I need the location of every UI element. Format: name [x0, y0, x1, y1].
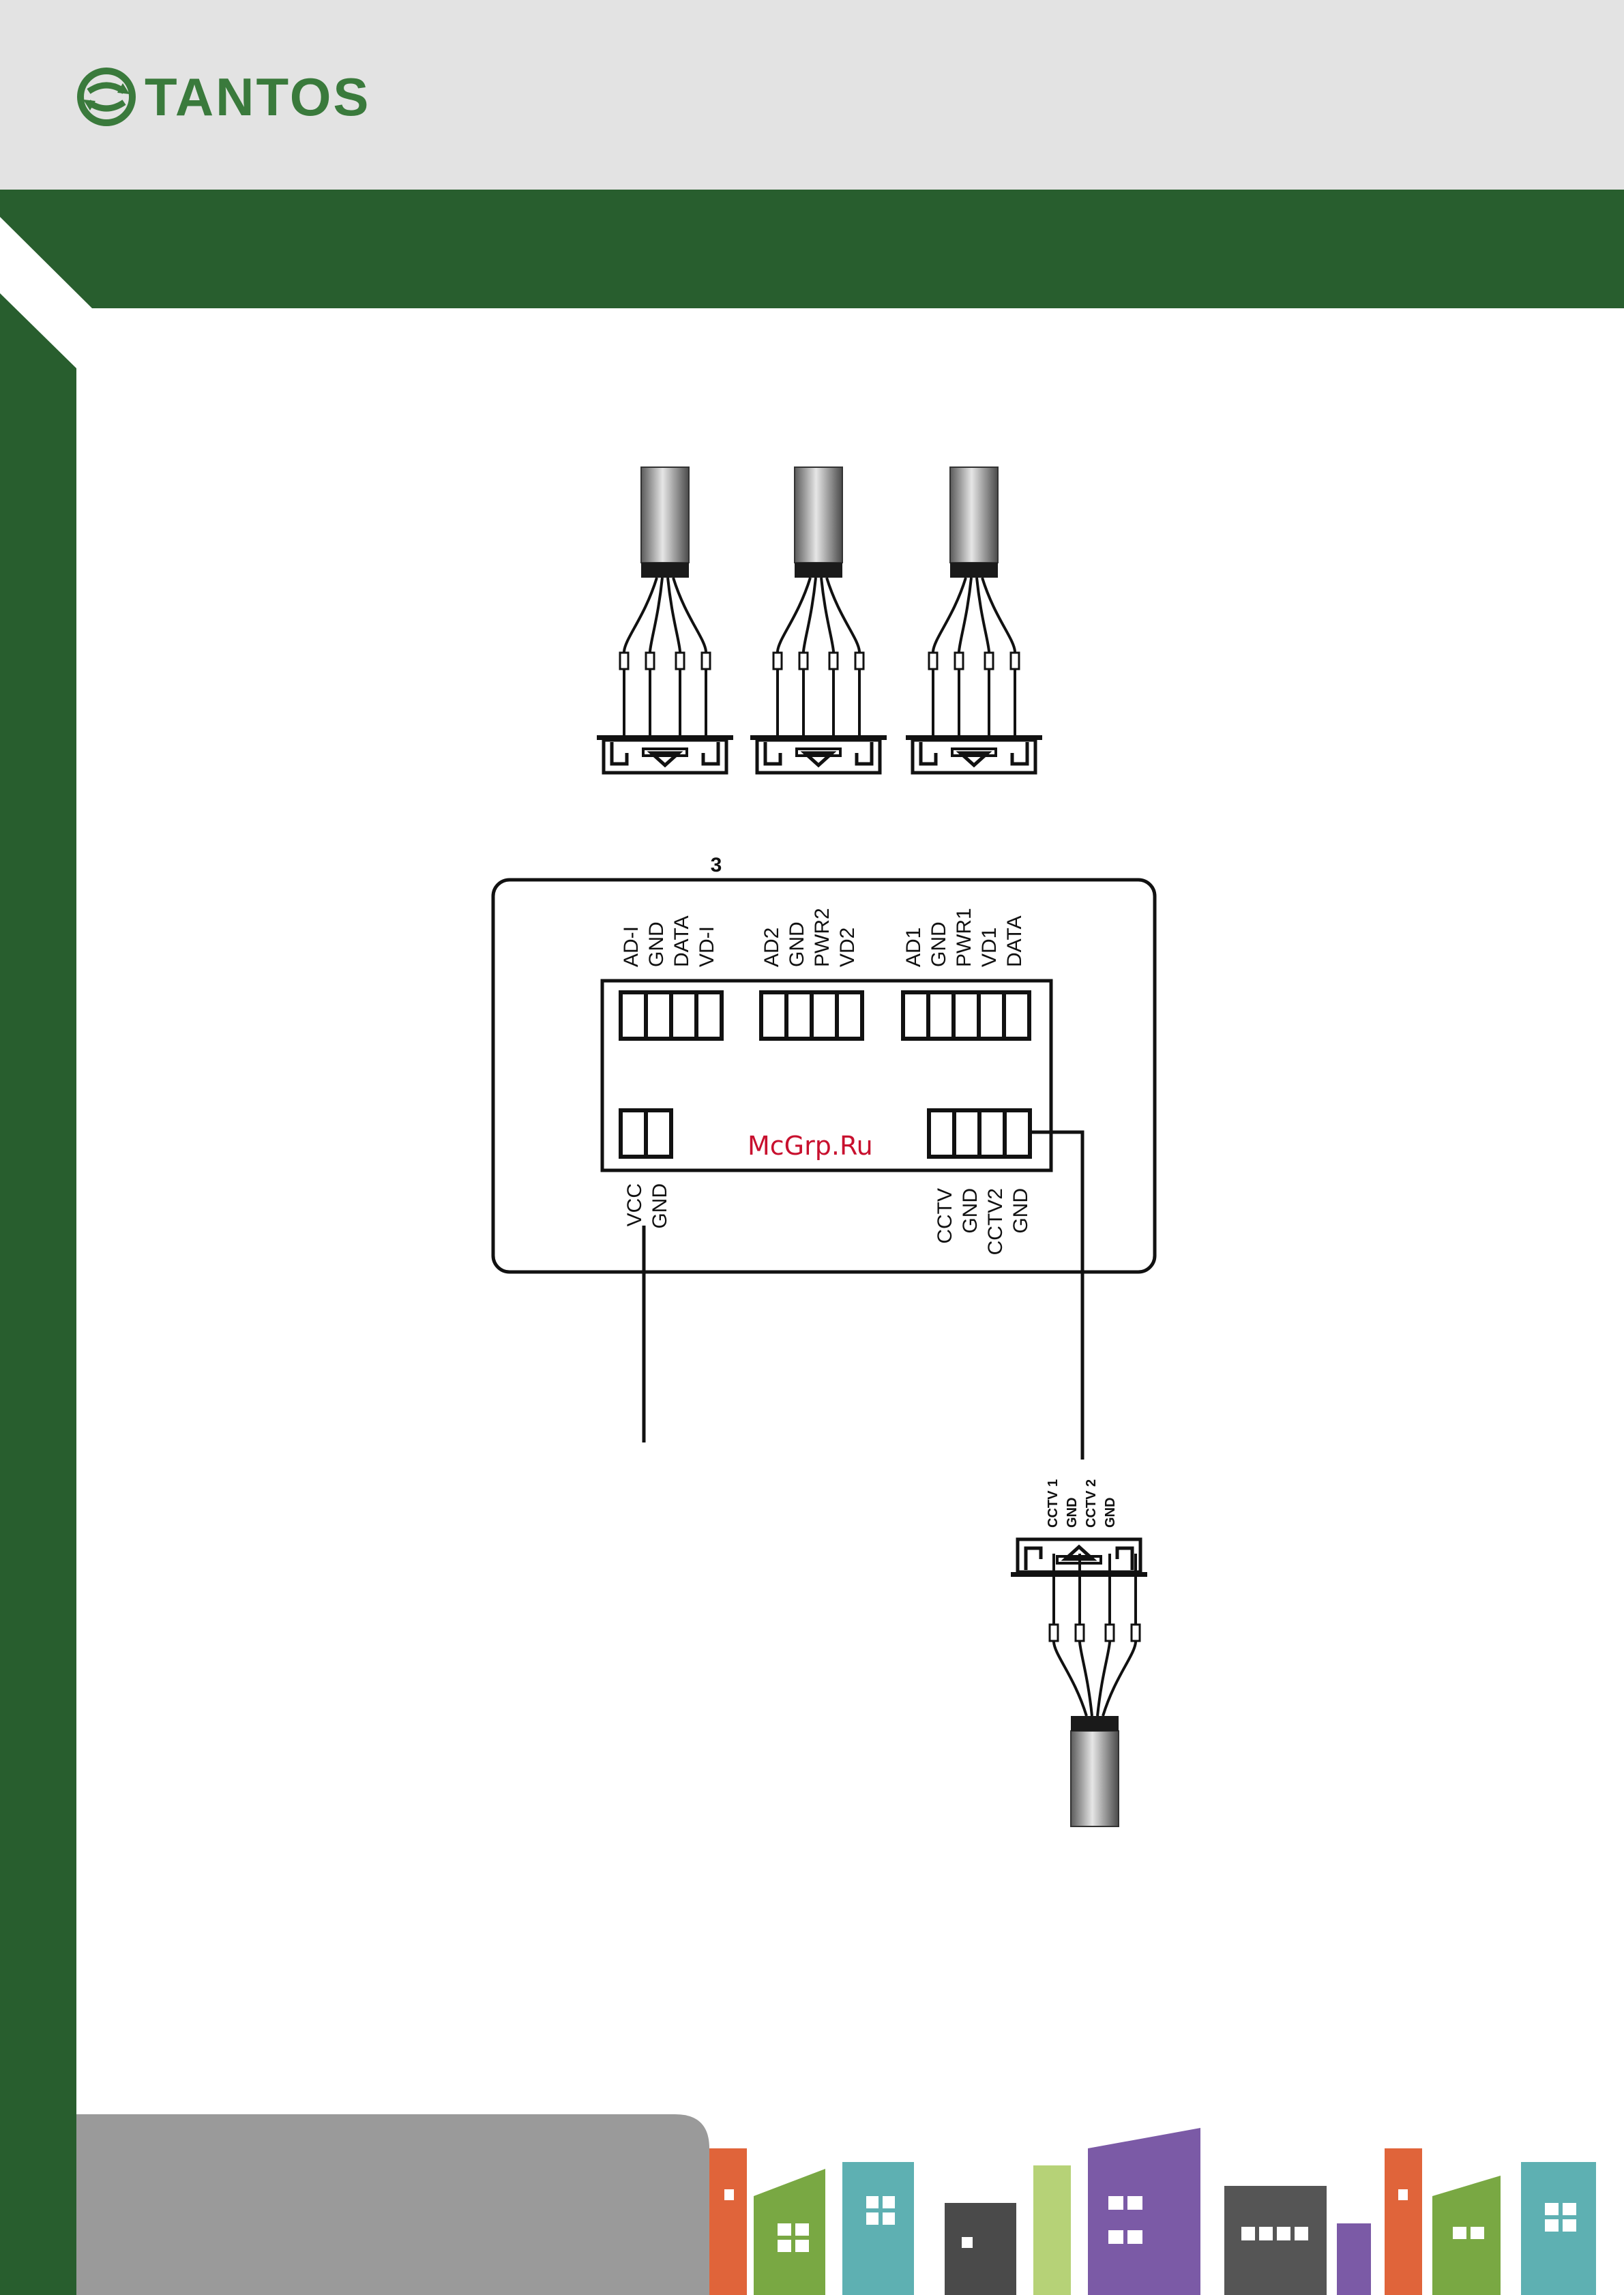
pin-label: GND — [1103, 1498, 1118, 1528]
pin-label: GND — [786, 921, 808, 967]
pin-label: PWR1 — [953, 908, 975, 967]
watermark: McGrp.Ru — [748, 1131, 873, 1161]
pin-label: CCTV 1 — [1046, 1479, 1061, 1528]
city-skyline — [0, 2107, 1624, 2295]
pin-labels-group-1: AD-I GND DATA VD-I — [620, 915, 718, 967]
pin-label: DATA — [670, 915, 693, 967]
building — [1088, 2128, 1200, 2295]
building — [1224, 2186, 1327, 2295]
pin-label: DATA — [1003, 915, 1026, 967]
pin-label: GND — [959, 1188, 981, 1234]
terminal-block-power — [621, 1110, 671, 1157]
building — [709, 2148, 747, 2295]
terminal-block-1 — [621, 992, 722, 1039]
pin-label: GND — [649, 1183, 671, 1229]
pin-label: GND — [928, 921, 950, 967]
pin-labels-group-2: AD2 GND PWR2 VD2 — [761, 908, 859, 967]
pin-label: AD1 — [902, 928, 925, 967]
pin-labels-cctv: CCTV GND CCTV2 GND — [934, 1188, 1032, 1255]
terminal-block-cctv — [929, 1110, 1030, 1157]
skyline-gray-panel — [76, 2114, 709, 2295]
pin-label: GND — [1065, 1498, 1080, 1528]
pin-label: GND — [1009, 1188, 1032, 1234]
building — [945, 2203, 1016, 2295]
cable-plug-3 — [906, 467, 1042, 773]
terminal-block-3 — [903, 992, 1029, 1039]
building — [842, 2162, 914, 2295]
cctv-plug-labels: CCTV 1 GND CCTV 2 GND — [1046, 1479, 1118, 1528]
building — [1385, 2148, 1422, 2295]
pin-label: VCC — [623, 1183, 646, 1226]
pin-label: VD1 — [978, 928, 1001, 967]
pin-label: CCTV2 — [984, 1188, 1007, 1255]
pin-label: PWR2 — [811, 908, 833, 967]
pin-label: CCTV — [934, 1188, 956, 1244]
building — [1033, 2165, 1071, 2295]
terminal-block-2 — [761, 992, 862, 1039]
cctv-cable — [1050, 1554, 1140, 1826]
pin-label: AD2 — [761, 928, 783, 967]
pin-label: VD2 — [836, 928, 859, 967]
pin-label: AD-I — [620, 926, 643, 967]
building — [1337, 2223, 1371, 2295]
pin-label: VD-I — [696, 926, 718, 967]
cable-plug-1 — [597, 467, 733, 773]
cable-plug-2 — [750, 467, 887, 773]
pin-label: GND — [645, 921, 668, 967]
pin-label: CCTV 2 — [1084, 1479, 1099, 1528]
pin-labels-power: VCC GND — [623, 1183, 671, 1229]
pin-labels-group-3: AD1 GND PWR1 VD1 DATA — [902, 908, 1026, 967]
cctv-lead — [1031, 1132, 1082, 1460]
panel-label: 3 — [711, 854, 722, 876]
